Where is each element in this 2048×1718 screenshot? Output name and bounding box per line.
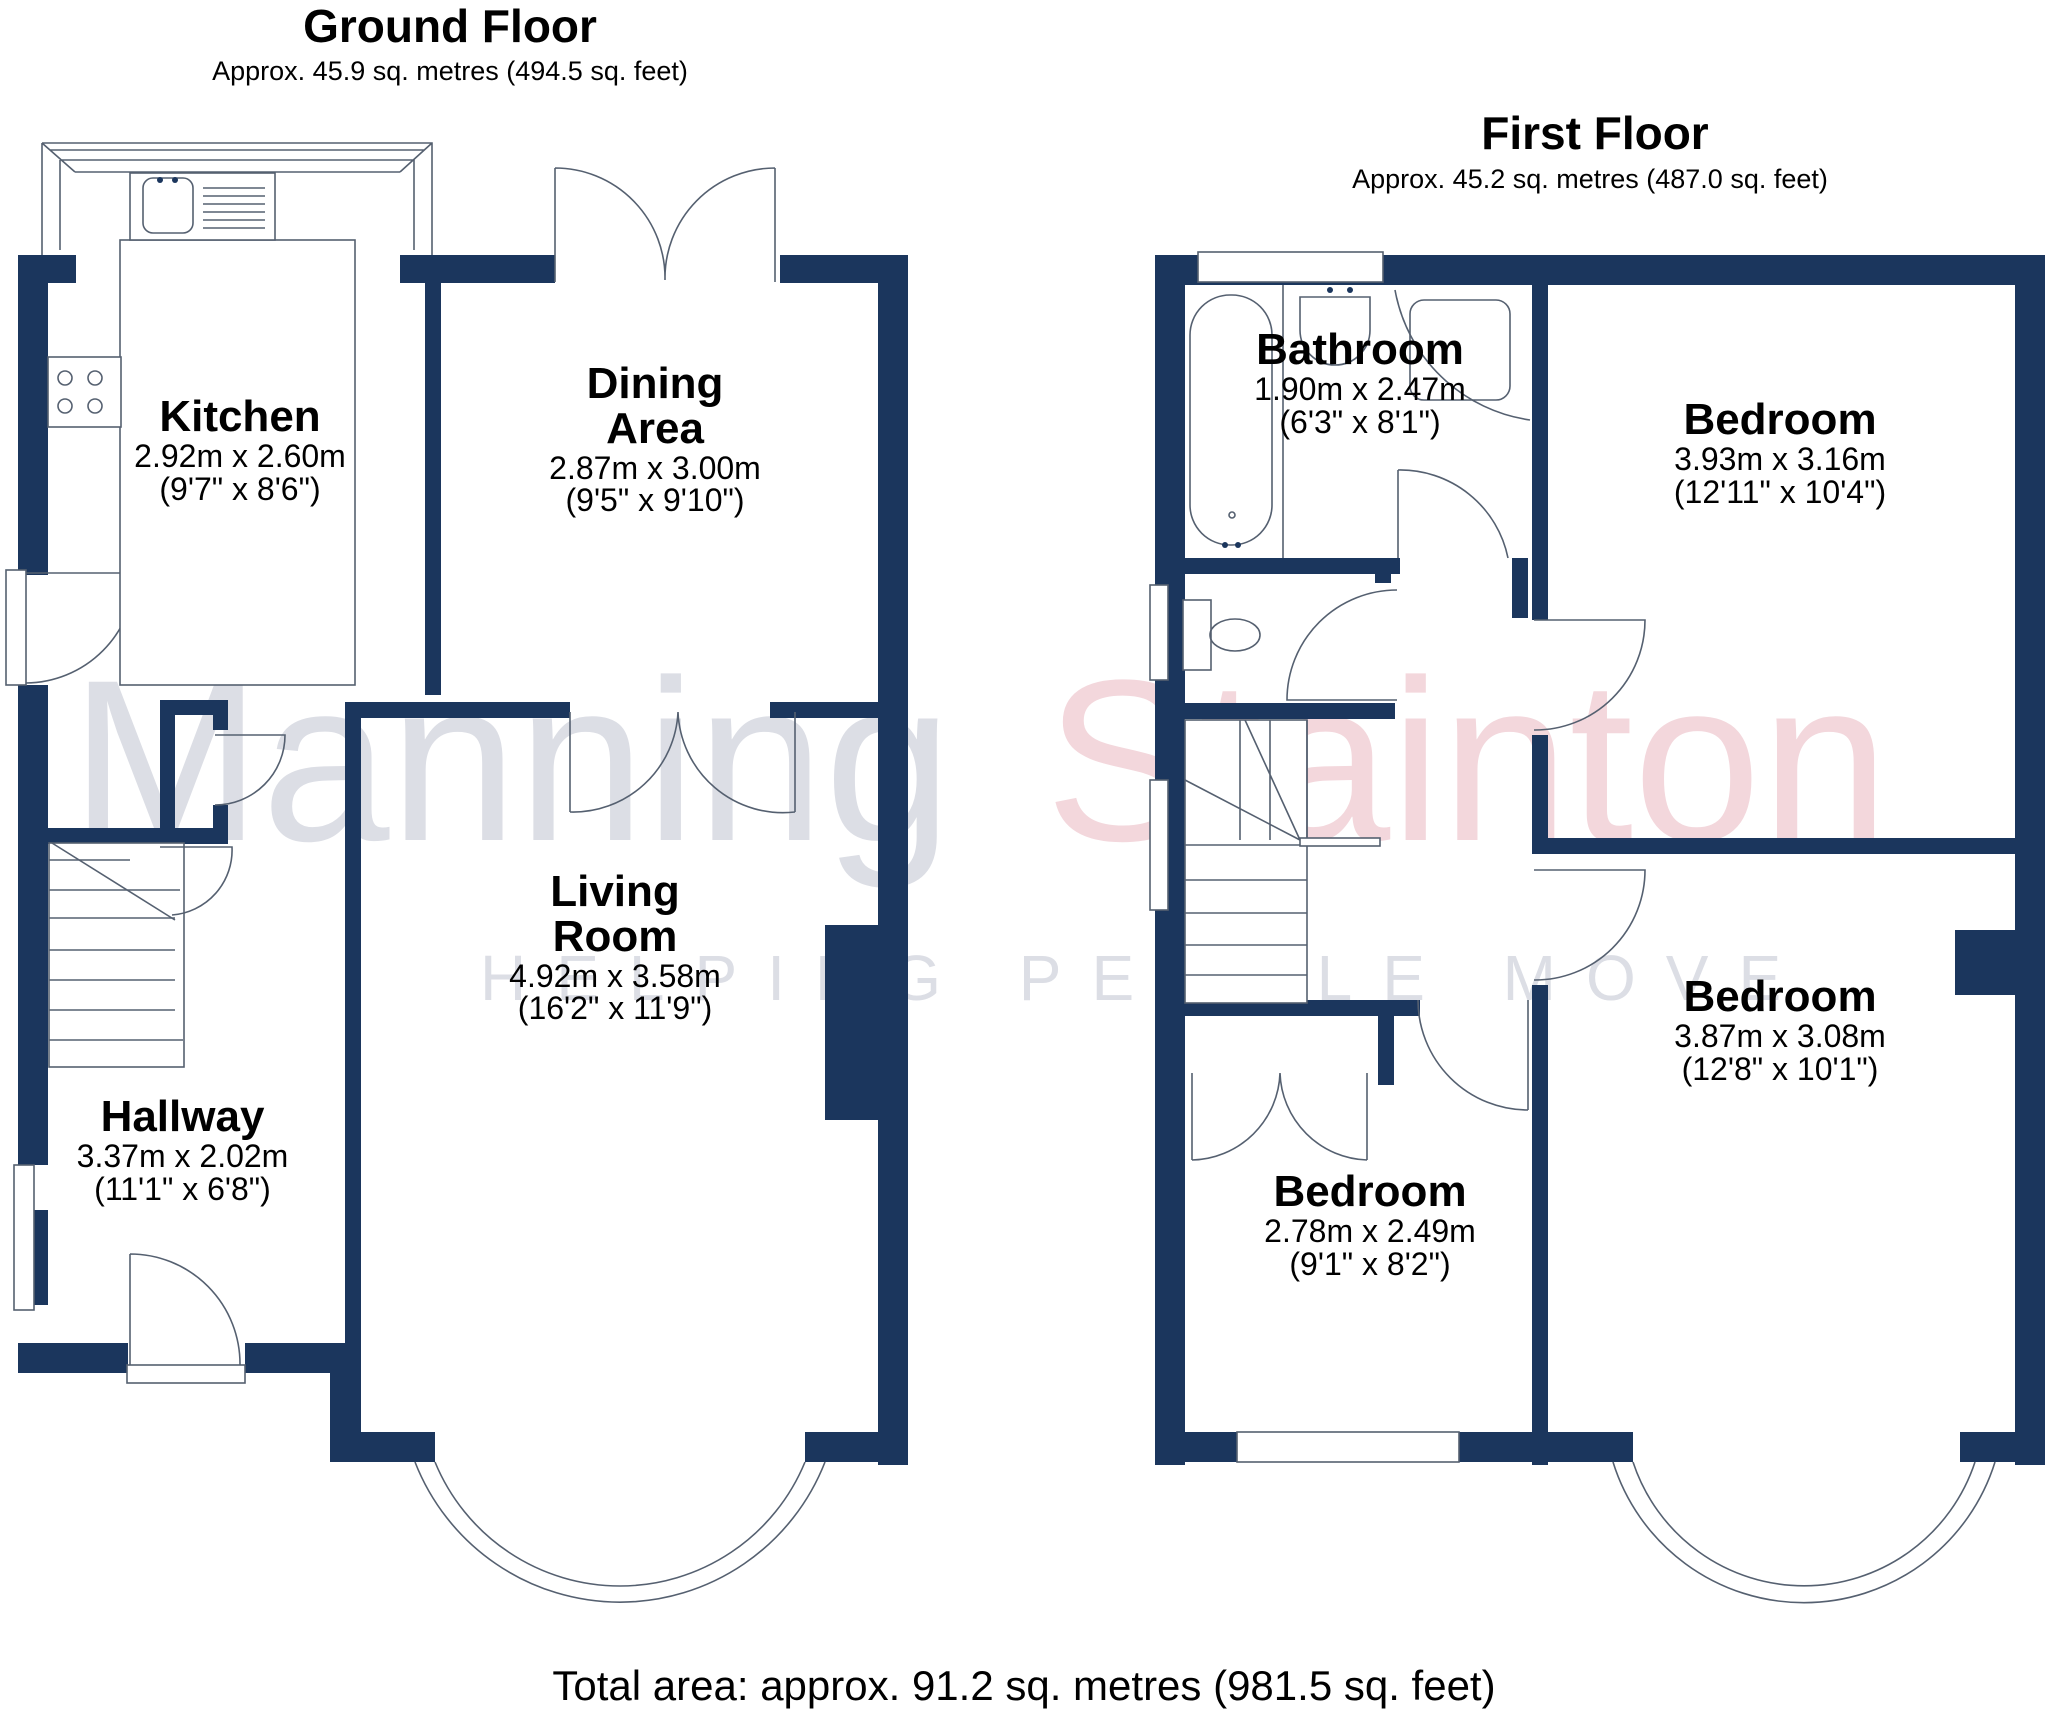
room-imperial: (11'1" x 6'8") [94, 1170, 271, 1207]
room-metric: 2.78m x 2.49m [1264, 1212, 1476, 1249]
room-name: Living Room [550, 867, 680, 961]
room-label-living-room: Living Room 4.92m x 3.58m (16'2" x 11'9"… [475, 867, 755, 1027]
room-imperial: (9'1" x 8'2") [1289, 1245, 1451, 1282]
room-metric: 2.92m x 2.60m [134, 437, 346, 474]
room-name: Bathroom [1256, 325, 1464, 374]
total-area: Total area: approx. 91.2 sq. metres (981… [552, 1662, 1496, 1709]
room-metric: 3.93m x 3.16m [1674, 440, 1886, 477]
room-metric: 1.90m x 2.47m [1254, 370, 1466, 407]
room-label-dining-area: Dining Area 2.87m x 3.00m (9'5" x 9'10") [520, 359, 790, 519]
room-imperial: (12'11" x 10'4") [1673, 473, 1887, 510]
room-label-bedroom-3: Bedroom 2.78m x 2.49m (9'1" x 8'2") [1235, 1167, 1505, 1282]
first-floor-area: Approx. 45.2 sq. metres (487.0 sq. feet) [1352, 164, 1828, 194]
watermark-tagline: HELPING PEOPLE MOVE [480, 942, 1811, 1014]
room-imperial: (9'7" x 8'6") [159, 470, 321, 507]
ground-floor-plan [5, 142, 908, 1603]
first-floor-plan [1149, 251, 2045, 1604]
room-label-bathroom: Bathroom 1.90m x 2.47m (6'3" x 8'1") [1225, 325, 1495, 440]
room-label-kitchen: Kitchen 2.92m x 2.60m (9'7" x 8'6") [110, 392, 370, 507]
room-label-bedroom-2: Bedroom 3.87m x 3.08m (12'8" x 10'1") [1640, 972, 1920, 1087]
room-metric: 2.87m x 3.00m [549, 449, 761, 486]
ground-floor-title: Ground Floor [303, 0, 597, 52]
room-name: Hallway [100, 1092, 265, 1141]
room-label-bedroom-1: Bedroom 3.93m x 3.16m (12'11" x 10'4") [1640, 395, 1920, 510]
room-metric: 3.87m x 3.08m [1674, 1017, 1886, 1054]
room-name: Bedroom [1683, 972, 1877, 1021]
room-imperial: (16'2" x 11'9") [517, 990, 713, 1027]
room-name: Bedroom [1683, 395, 1877, 444]
ground-floor-area: Approx. 45.9 sq. metres (494.5 sq. feet) [212, 56, 688, 86]
room-metric: 4.92m x 3.58m [509, 957, 721, 994]
room-metric: 3.37m x 2.02m [76, 1137, 289, 1174]
room-label-hallway: Hallway 3.37m x 2.02m (11'1" x 6'8") [50, 1092, 315, 1207]
first-floor-title: First Floor [1481, 107, 1709, 159]
room-name: Kitchen [159, 392, 321, 441]
watermark: Manning Stainton HELPING PEOPLE MOVE [70, 632, 1889, 1014]
room-name: Bedroom [1273, 1167, 1467, 1216]
room-name: Dining Area [586, 359, 724, 453]
room-imperial: (6'3" x 8'1") [1279, 403, 1441, 440]
room-imperial: (9'5" x 9'10") [565, 482, 745, 519]
room-imperial: (12'8" x 10'1") [1681, 1050, 1879, 1087]
